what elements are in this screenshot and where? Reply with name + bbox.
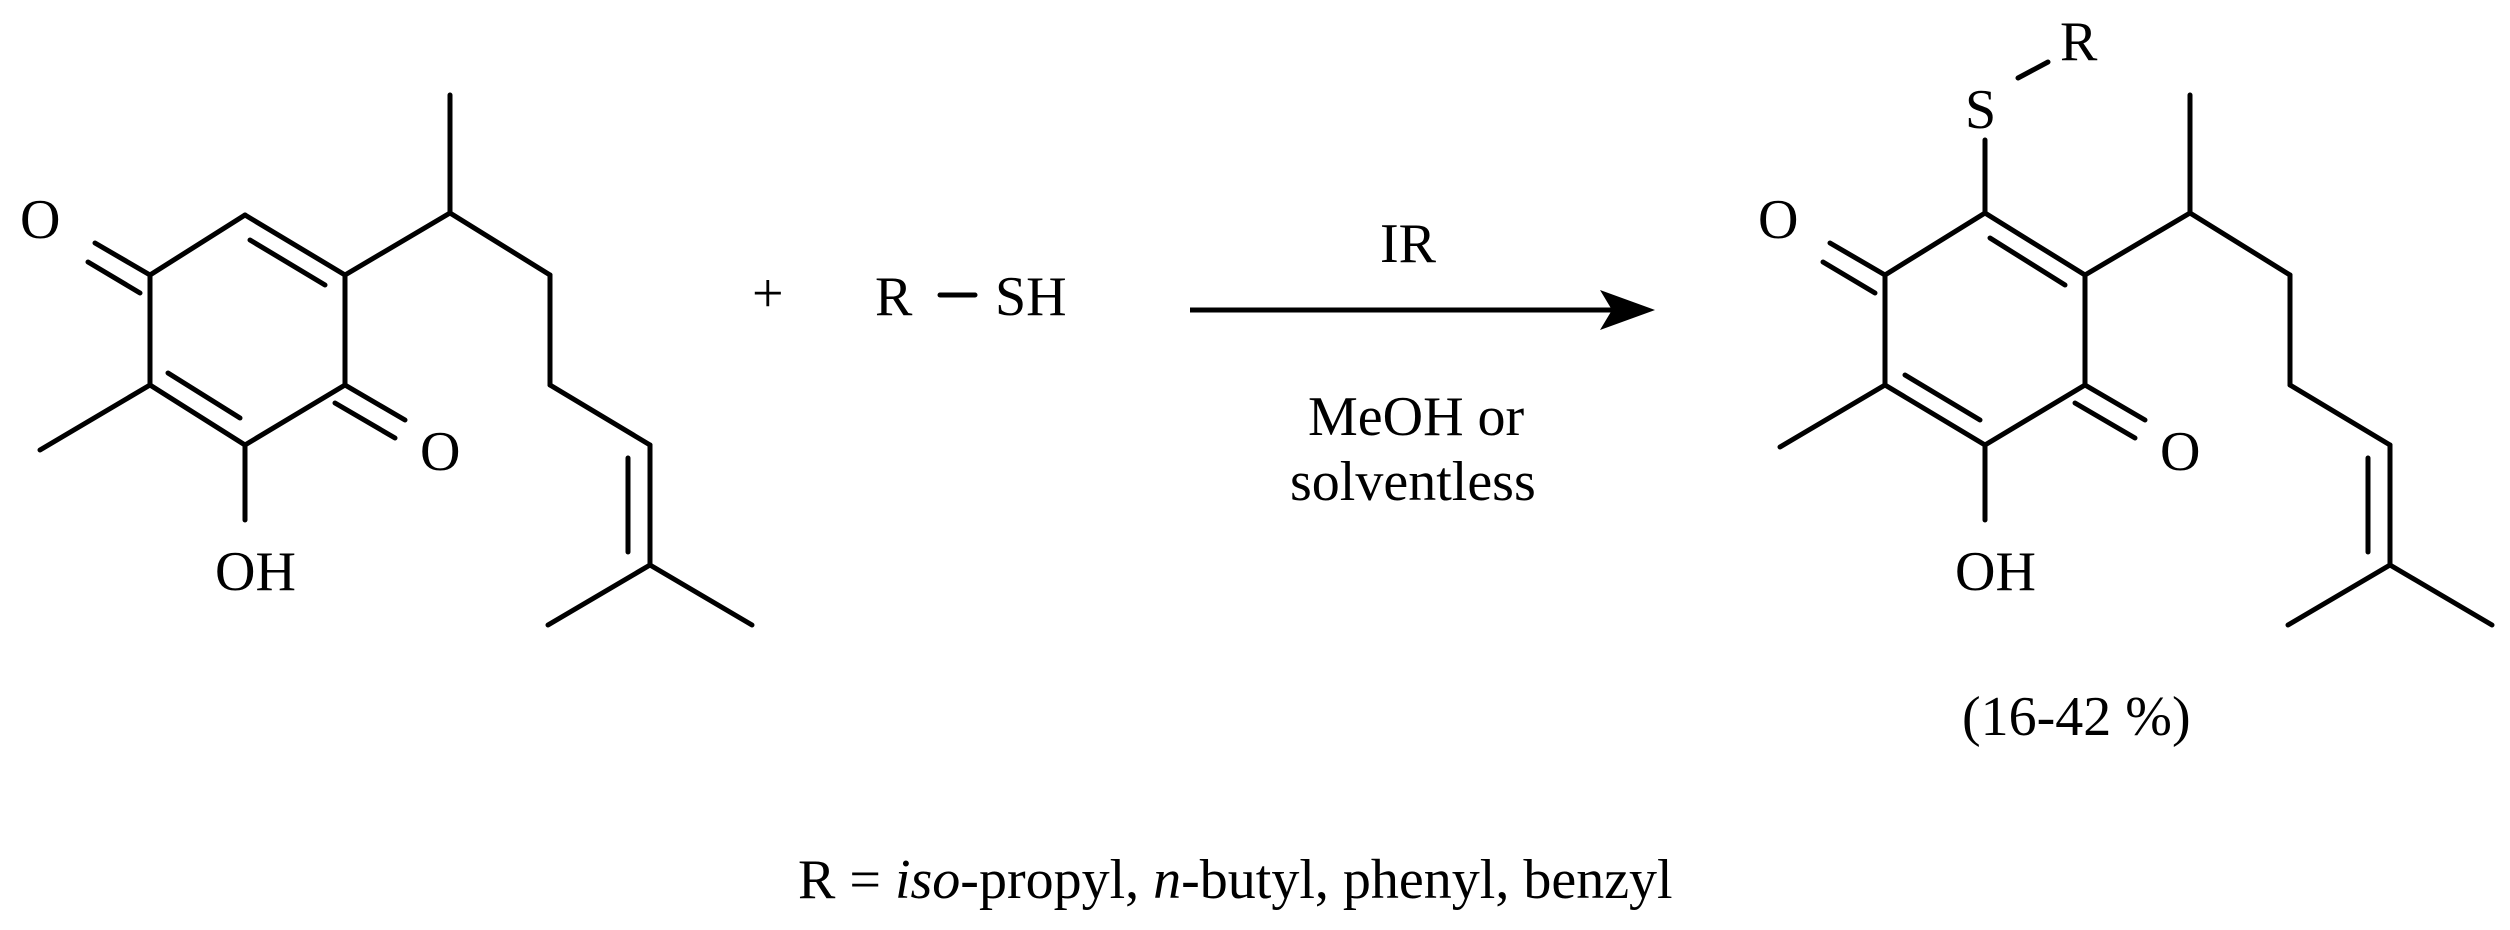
footnote-iso: iso: [895, 849, 960, 911]
ring-bond: [1882, 210, 1988, 278]
sulfur-label: S: [1965, 79, 1996, 141]
ring-double-bond-inner: [165, 370, 243, 421]
methyl-bond: [37, 382, 153, 453]
methyl-bond: [1777, 382, 1888, 450]
thiol-reagent: R SH: [875, 266, 1067, 328]
yield-label: (16-42 %): [1962, 686, 2191, 748]
terminal-methyl-bond: [545, 562, 653, 628]
side-chain-bond: [2287, 382, 2393, 448]
terminal-methyl-bond: [2387, 562, 2495, 628]
side-chain-bond: [447, 210, 553, 278]
carbonyl-bond: [85, 259, 143, 296]
side-chain-bond: [2082, 210, 2193, 278]
terminal-methyl-bond: [2285, 562, 2393, 628]
oxygen-top-label: O: [20, 189, 60, 251]
side-chain-bond: [547, 382, 653, 448]
carbonyl-bond: [1820, 259, 1878, 296]
ring-bond: [1882, 382, 1988, 448]
carbonyl-bond: [342, 382, 408, 423]
reaction-arrow: IR MeOH or solventless: [1190, 213, 1655, 513]
oxygen-right-label: O: [420, 421, 460, 483]
carbonyl-bond: [332, 400, 398, 441]
oxygen-right-label: O: [2160, 421, 2200, 483]
terminal-methyl-bond: [647, 562, 755, 628]
ring-double-bond-inner: [1987, 235, 2068, 288]
product-structure: O O OH S R (16-42 %): [1758, 11, 2495, 748]
arrowhead-icon: [1600, 290, 1655, 330]
ring-bond: [147, 382, 248, 448]
footnote-rest: -butyl, phenyl, benzyl: [1181, 849, 1672, 911]
carbonyl-bond: [1827, 240, 1888, 278]
ring-bond: [1982, 210, 2088, 278]
reactant-structure: O O OH: [20, 92, 755, 628]
ring-double-bond-inner: [247, 237, 328, 288]
ring-bond: [242, 382, 348, 448]
carbonyl-bond: [92, 240, 153, 278]
footnote-prefix: R =: [798, 849, 895, 911]
ring-bond: [242, 212, 348, 278]
sulfur-r-bond: [2015, 59, 2051, 81]
arrow-condition-below-1: MeOH or: [1308, 386, 1525, 448]
carbonyl-bond: [2072, 400, 2138, 441]
footnote-propyl: -propyl,: [960, 849, 1153, 911]
side-chain-bond: [2187, 210, 2293, 278]
hydroxyl-label: OH: [215, 541, 296, 603]
side-chain-bond: [342, 210, 453, 278]
ring-bond: [147, 212, 248, 278]
arrow-condition-above: IR: [1380, 213, 1437, 275]
carbonyl-bond: [2082, 382, 2148, 423]
product-r-label: R: [2060, 11, 2098, 73]
arrow-condition-below-2: solventless: [1290, 451, 1536, 513]
thiol-r-label: R: [875, 266, 913, 328]
ring-double-bond-inner: [1902, 372, 1983, 423]
hydroxyl-label: OH: [1955, 541, 2036, 603]
thiol-sh-label: SH: [995, 266, 1067, 328]
oxygen-top-label: O: [1758, 189, 1798, 251]
plus-sign: +: [752, 263, 784, 325]
ring-bond: [1982, 382, 2088, 448]
footnote-n: n: [1153, 849, 1181, 911]
r-group-definition: R = iso-propyl, n-butyl, phenyl, benzyl: [798, 849, 1673, 911]
